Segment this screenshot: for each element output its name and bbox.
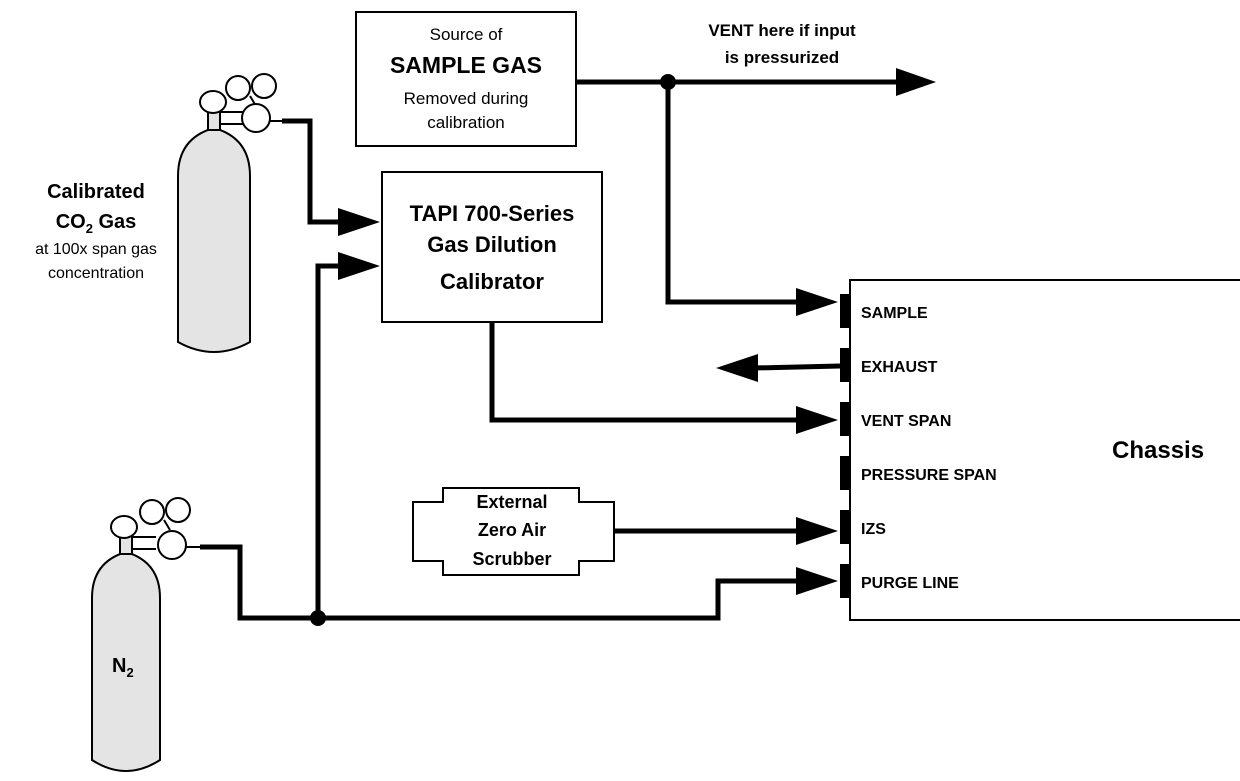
pipe-co2-calibrator (282, 118, 340, 225)
source-line-1: Source of (430, 25, 503, 44)
arrow-co2-to-calibrator (338, 208, 380, 236)
chassis-box (849, 279, 1240, 621)
scrubber-line-1: External (476, 492, 547, 512)
sample-gas-source-box (355, 11, 577, 147)
port-pressure-span (840, 456, 850, 490)
port-vent-span (840, 402, 850, 436)
scrubber-line-3: Scrubber (472, 549, 551, 569)
calibrator-line-1: TAPI 700-Series (410, 201, 575, 226)
co2-label-line-2: CO2 Gas (56, 211, 137, 236)
arrow-to-purge (796, 567, 838, 595)
co2-label-line-3: at 100x span gas (35, 241, 157, 258)
junction-dot-top (660, 74, 676, 90)
source-line-3: Removed during (404, 89, 529, 108)
chassis-label: Chassis (1112, 437, 1204, 464)
port-label-purge-line: PURGE LINE (861, 575, 959, 592)
source-line-2: SAMPLE GAS (390, 52, 542, 78)
pipe-source-sample (665, 82, 800, 305)
co2-gauge-2-icon (251, 73, 277, 99)
vent-note-line-1: VENT here if input (708, 21, 856, 40)
arrow-n2-to-calibrator (338, 252, 380, 280)
co2-label-line-4: concentration (48, 265, 144, 282)
n2-regulator-body-icon (157, 530, 187, 560)
pipe-exhaust (753, 363, 841, 371)
n2-gauge-2-icon (165, 497, 191, 523)
co2-cylinder (177, 73, 284, 353)
pipe-n2-main (200, 544, 800, 621)
co2-regulator-body-icon (241, 103, 271, 133)
arrow-vent (896, 68, 936, 96)
zero-air-scrubber-box (412, 487, 615, 576)
port-label-sample: SAMPLE (861, 305, 928, 322)
co2-label-line-1: Calibrated (47, 181, 145, 203)
port-izs (840, 510, 850, 544)
n2-label: N2 (112, 655, 134, 680)
vent-note-line-2: is pressurized (725, 48, 839, 67)
scrubber-line-2: Zero Air (478, 520, 546, 540)
port-label-exhaust: EXHAUST (861, 359, 938, 376)
port-exhaust (840, 348, 850, 382)
port-label-pressure-span: PRESSURE SPAN (861, 467, 997, 484)
junction-dot-bottom (310, 610, 326, 626)
n2-gauge-1-icon (139, 499, 165, 525)
co2-valve-knob-icon (199, 90, 227, 114)
arrow-to-sample (796, 288, 838, 316)
port-purge-line (840, 564, 850, 598)
n2-cylinder (91, 497, 202, 772)
calibrator-box (381, 171, 603, 323)
arrow-exhaust-out (716, 354, 758, 382)
n2-gauge-stem (163, 519, 171, 531)
arrow-to-vent-span (796, 406, 838, 434)
port-label-vent-span: VENT SPAN (861, 413, 951, 430)
calibrator-line-3: Calibrator (440, 269, 544, 294)
source-line-4: calibration (427, 113, 505, 132)
port-sample (840, 294, 850, 328)
co2-gauge-1-icon (225, 75, 251, 101)
calibrator-line-2: Gas Dilution (427, 232, 557, 257)
port-label-izs: IZS (861, 521, 886, 538)
pipe-calibrator-vent-span (489, 320, 800, 423)
co2-cylinder-body (177, 126, 251, 353)
n2-cylinder-body (91, 550, 161, 772)
arrow-to-izs (796, 517, 838, 545)
pipe-n2-calibrator (315, 263, 340, 618)
n2-valve-knob-icon (110, 515, 138, 539)
